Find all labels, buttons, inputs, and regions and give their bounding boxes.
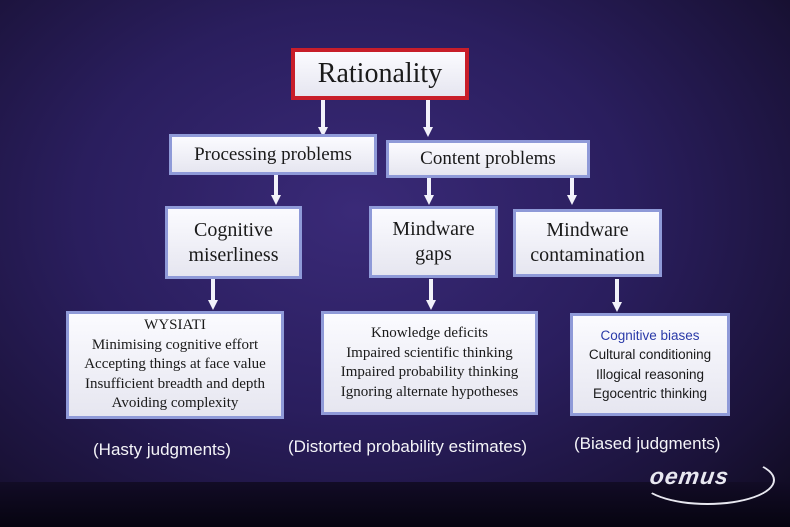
- list-item: Ignoring alternate hypotheses: [340, 383, 519, 400]
- list-item: Avoiding complexity: [111, 395, 239, 412]
- node-mindware-contamination: Mindware contamination: [513, 209, 662, 277]
- node-mindware-gaps: Mindware gaps: [369, 206, 498, 278]
- list-item: Knowledge deficits: [370, 325, 489, 341]
- gaps-line-1: Mindware: [392, 218, 475, 240]
- node-processing-problems: Processing problems: [169, 134, 377, 175]
- root-node-rationality: Rationality: [291, 48, 469, 100]
- list-item: Minimising cognitive effort: [91, 336, 259, 353]
- list-contamination-items: Cognitive biases Cultural conditioning I…: [570, 313, 730, 416]
- contamination-line-2: contamination: [530, 244, 645, 266]
- node-content-problems: Content problems: [386, 140, 590, 178]
- caption-hasty-judgments: (Hasty judgments): [93, 440, 231, 459]
- watermark-logo: oemus: [648, 463, 732, 489]
- list-item: Impaired scientific thinking: [346, 344, 513, 361]
- list-item: Insufficient breadth and depth: [84, 375, 266, 392]
- caption-biased-judgments: (Biased judgments): [574, 434, 721, 453]
- logo-swoosh-icon: [640, 455, 775, 505]
- list-item: Impaired probability thinking: [340, 364, 519, 380]
- root-label: Rationality: [317, 58, 443, 89]
- content-label: Content problems: [420, 148, 556, 169]
- node-cognitive-miserliness: Cognitive miserliness: [165, 206, 302, 279]
- list-miserliness-items: WYSIATI Minimising cognitive effort Acce…: [66, 311, 284, 419]
- list-item: Accepting things at face value: [84, 356, 266, 373]
- list-item-cognitive-biases: Cognitive biases: [600, 327, 700, 343]
- caption-distorted-estimates: (Distorted probability estimates): [288, 437, 528, 456]
- list-item: Egocentric thinking: [592, 386, 708, 401]
- contamination-line-1: Mindware: [546, 219, 629, 241]
- processing-label: Processing problems: [194, 143, 352, 165]
- list-gaps-items: Knowledge deficits Impaired scientific t…: [321, 311, 538, 415]
- miserliness-line-1: Cognitive: [194, 218, 273, 241]
- list-item: Illogical reasoning: [595, 366, 705, 382]
- list-item: WYSIATI: [144, 317, 206, 334]
- list-item: Cultural conditioning: [588, 347, 712, 362]
- miserliness-line-2: miserliness: [188, 243, 279, 266]
- gaps-line-2: gaps: [415, 243, 452, 265]
